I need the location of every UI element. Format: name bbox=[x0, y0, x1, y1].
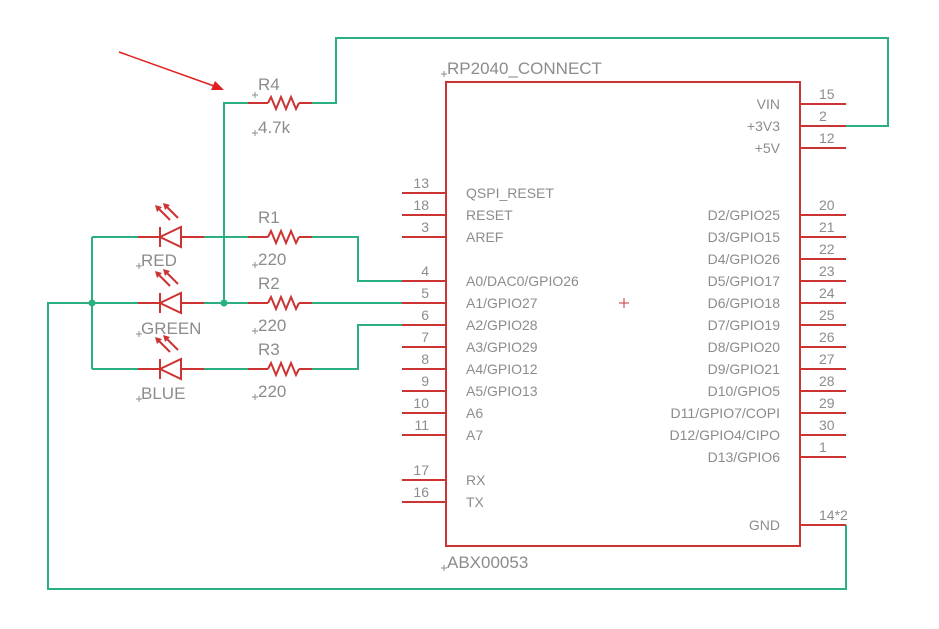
chip-pin-number: 8 bbox=[421, 351, 429, 367]
chip-name: RP2040_CONNECT bbox=[447, 59, 602, 78]
chip-pin-label: D11/GPIO7/COPI bbox=[671, 405, 780, 421]
chip-pin-label: D10/GPIO5 bbox=[708, 383, 781, 399]
led-red-name: RED bbox=[141, 251, 177, 270]
wire-gnd-loop bbox=[47, 302, 847, 590]
chip-pin-label: QSPI_RESET bbox=[466, 185, 554, 201]
chip-pin-number: 15 bbox=[819, 86, 835, 102]
chip-pin-number: 24 bbox=[819, 285, 835, 301]
chip-pin-label: D8/GPIO20 bbox=[708, 339, 781, 355]
annotation-arrow bbox=[118, 51, 224, 90]
resistor-r3-name: R3 bbox=[258, 340, 280, 359]
chip-pin-number: 1 bbox=[819, 439, 827, 455]
chip-pin-label: A0/DAC0/GPIO26 bbox=[466, 273, 579, 289]
resistor-r4-name: R4 bbox=[258, 75, 280, 94]
wire-r1-to-a0 bbox=[312, 236, 402, 282]
junction-dot bbox=[88, 299, 96, 307]
origin-markers bbox=[136, 71, 447, 571]
chip-pin-number: 29 bbox=[819, 395, 835, 411]
chip-pin-label: A6 bbox=[466, 405, 483, 421]
chip-pin-label: D12/GPIO4/CIPO bbox=[670, 427, 781, 443]
chip-pin-number: 26 bbox=[819, 329, 835, 345]
chip-pin-number: 30 bbox=[819, 417, 835, 433]
chip-pin-label: RX bbox=[466, 472, 486, 488]
chip-pin-number: 7 bbox=[421, 329, 429, 345]
led-blue-name: BLUE bbox=[141, 384, 185, 403]
resistor-r4-value: 4.7k bbox=[258, 118, 291, 137]
chip-pin-number: 14*2 bbox=[819, 507, 848, 523]
wire-r4-to-3v3 bbox=[312, 37, 889, 127]
wire-r3-to-a2 bbox=[312, 324, 402, 370]
resistor-r1-value: 220 bbox=[258, 250, 286, 269]
chip-pin-number: 25 bbox=[819, 307, 835, 323]
junction-dot bbox=[220, 299, 228, 307]
chip-pin-number: 3 bbox=[421, 219, 429, 235]
chip-pin-number: 17 bbox=[413, 462, 429, 478]
wire-r4-to-green-node bbox=[223, 102, 248, 303]
resistor-r3-symbol bbox=[248, 360, 312, 378]
chip-pin-number: 12 bbox=[819, 130, 835, 146]
chip-pin-label: A1/GPIO27 bbox=[466, 295, 538, 311]
chip-pin-number: 2 bbox=[819, 108, 827, 124]
resistors bbox=[248, 94, 312, 378]
resistor-r4-symbol bbox=[248, 94, 312, 112]
chip-pin-number: 28 bbox=[819, 373, 835, 389]
chip-pin-label: D13/GPIO6 bbox=[708, 449, 781, 465]
chip-pin-number: 16 bbox=[413, 484, 429, 500]
chip-pin-label: A2/GPIO28 bbox=[466, 317, 538, 333]
led-red-symbol bbox=[138, 203, 204, 249]
led-green-name: GREEN bbox=[141, 319, 201, 338]
chip-pin-label: A5/GPIO13 bbox=[466, 383, 538, 399]
chip-pin-label: D2/GPIO25 bbox=[708, 207, 781, 223]
resistor-r2-value: 220 bbox=[258, 316, 286, 335]
chip-pin-label: A7 bbox=[466, 427, 483, 443]
led-green-symbol bbox=[138, 269, 204, 315]
chip-pin-number: 5 bbox=[421, 285, 429, 301]
chip-pin-label: AREF bbox=[466, 229, 503, 245]
chip-pin-number: 20 bbox=[819, 197, 835, 213]
resistor-r1-symbol bbox=[248, 228, 312, 246]
chip-pin-number: 22 bbox=[819, 241, 835, 257]
chip-pin-label: A3/GPIO29 bbox=[466, 339, 538, 355]
component-labels: R4 4.7k R1 220 R2 220 R3 220 RED GREEN B… bbox=[136, 71, 447, 571]
chip-pin-label: VIN bbox=[757, 96, 780, 112]
chip-pin-label: D5/GPIO17 bbox=[708, 273, 781, 289]
chip-pin-number: 21 bbox=[819, 219, 835, 235]
chip-pin-number: 27 bbox=[819, 351, 835, 367]
chip-pin-number: 13 bbox=[413, 175, 429, 191]
chip-pin-number: 11 bbox=[414, 417, 429, 433]
chip-pin-label: GND bbox=[749, 517, 780, 533]
chip-pin-number: 18 bbox=[413, 197, 429, 213]
chip-pin-number: 4 bbox=[421, 263, 429, 279]
chip-pin-label: D4/GPIO26 bbox=[708, 251, 781, 267]
chip-pin-number: 6 bbox=[421, 307, 429, 323]
chip-pin-number: 23 bbox=[819, 263, 835, 279]
chip-pin-label: TX bbox=[466, 494, 485, 510]
chip-rp2040-connect: RP2040_CONNECT ABX00053 13QSPI_RESET18RE… bbox=[402, 59, 848, 572]
wires bbox=[47, 37, 889, 590]
chip-pin-label: D7/GPIO19 bbox=[708, 317, 781, 333]
resistor-r2-symbol bbox=[248, 294, 312, 312]
resistor-r2-name: R2 bbox=[258, 274, 280, 293]
leds bbox=[138, 203, 204, 381]
chip-pin-label: +3V3 bbox=[747, 118, 780, 134]
chip-pin-label: +5V bbox=[755, 140, 781, 156]
chip-pin-label: D3/GPIO15 bbox=[708, 229, 781, 245]
chip-pin-label: D9/GPIO21 bbox=[708, 361, 781, 377]
resistor-r1-name: R1 bbox=[258, 208, 280, 227]
chip-pin-label: A4/GPIO12 bbox=[466, 361, 538, 377]
chip-pin-label: D6/GPIO18 bbox=[708, 295, 781, 311]
chip-pin-label: RESET bbox=[466, 207, 513, 223]
chip-value: ABX00053 bbox=[447, 553, 528, 572]
chip-body bbox=[445, 81, 801, 547]
led-blue-symbol bbox=[138, 335, 204, 381]
chip-pin-number: 9 bbox=[421, 373, 429, 389]
chip-pin-number: 10 bbox=[413, 395, 429, 411]
resistor-r3-value: 220 bbox=[258, 382, 286, 401]
